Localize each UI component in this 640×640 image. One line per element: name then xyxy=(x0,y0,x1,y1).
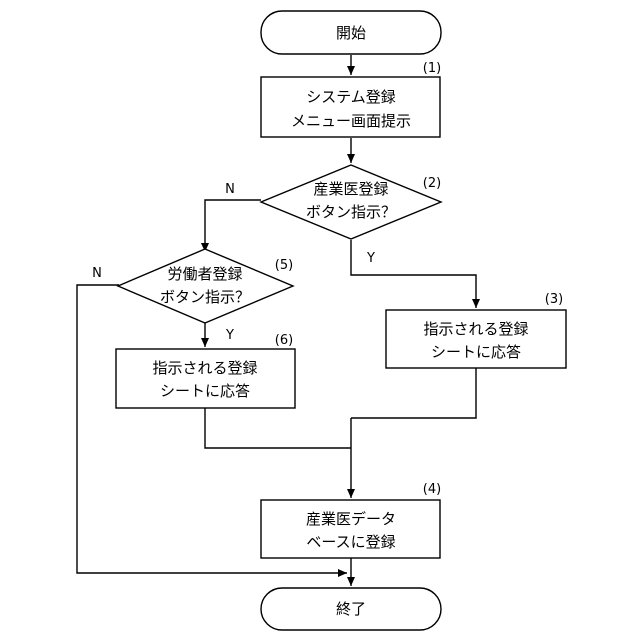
step1-number: (1) xyxy=(423,61,441,76)
step4-number: (4) xyxy=(423,482,441,497)
step5-line1: 労働者登録 xyxy=(167,265,242,283)
line-step6-to-merge xyxy=(205,408,351,448)
step5-number: (5) xyxy=(275,258,293,273)
step5-line2: ボタン指示？ xyxy=(160,288,250,306)
step3-line2: シートに応答 xyxy=(431,343,521,361)
step2-line2: ボタン指示？ xyxy=(306,203,396,221)
step5-yes-label: Y xyxy=(225,328,234,343)
step2-no-label: N xyxy=(225,182,235,197)
end-label: 終了 xyxy=(336,600,366,618)
start-terminator: 開始 xyxy=(261,11,441,54)
step3-number: (3) xyxy=(545,292,563,307)
step2-decision: 産業医登録 ボタン指示？ (2) N Y xyxy=(225,165,441,266)
step6-line1: 指示される登録 xyxy=(152,359,257,377)
step6-number: (6) xyxy=(275,333,293,348)
step3-line1: 指示される登録 xyxy=(423,320,528,338)
line-step3-to-merge xyxy=(351,368,476,418)
end-terminator: 終了 xyxy=(261,588,441,630)
step2-line1: 産業医登録 xyxy=(313,180,388,198)
step5-no-label: N xyxy=(92,266,102,281)
step1-line1: システム登録 xyxy=(306,88,396,106)
step4-line1: 産業医データ xyxy=(306,510,396,528)
step4-line2: ベースに登録 xyxy=(306,533,395,551)
step1-line2: メニュー画面提示 xyxy=(291,112,411,130)
arrow-step2-no-to-step5 xyxy=(205,200,261,252)
start-label: 開始 xyxy=(336,24,366,42)
step5-decision: 労働者登録 ボタン指示？ (5) N Y xyxy=(92,249,293,343)
step2-number: (2) xyxy=(423,176,441,191)
step6-line2: シートに応答 xyxy=(160,382,250,400)
step2-yes-label: Y xyxy=(366,251,375,266)
